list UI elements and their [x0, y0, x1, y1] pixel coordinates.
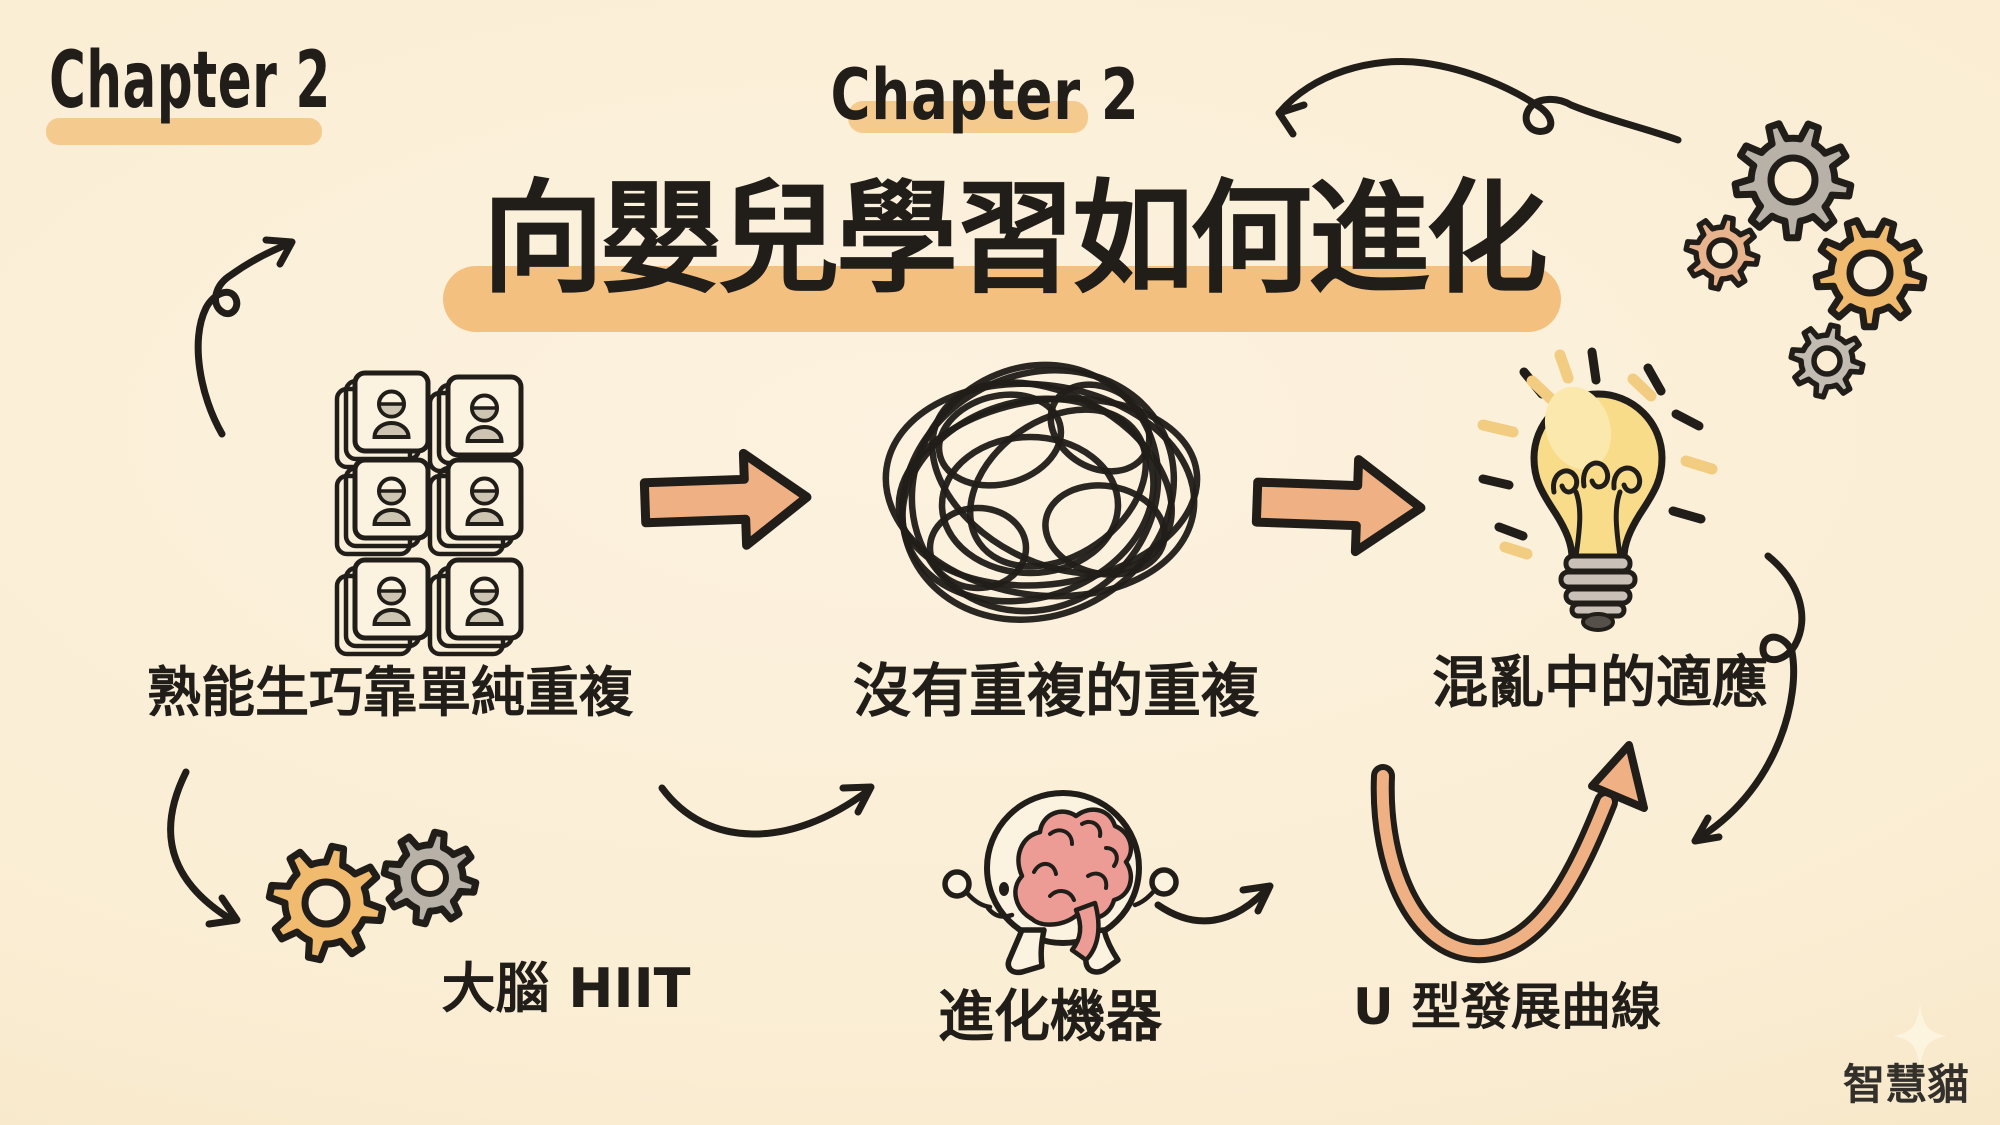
- node-label-adaptation: 混亂中的適應: [1432, 651, 1768, 716]
- u-curve-arrow-icon: [1370, 741, 1648, 964]
- node-label-evolution-machine: 進化機器: [938, 985, 1162, 1050]
- curved-arrow-hiit-to-tangle: [658, 783, 875, 838]
- photo-card: [427, 557, 524, 657]
- light-ray: [1680, 455, 1718, 475]
- curved-arrow-to-title-left: [194, 236, 296, 438]
- gears-top-right-icon: [1683, 120, 1928, 400]
- gears-brain-hiit-icon: [265, 828, 480, 964]
- chapter-left-highlight: [46, 118, 322, 145]
- eye: [999, 882, 1009, 896]
- photo-card: [427, 457, 524, 557]
- curved-arrow-brain-to-ucurve: [1154, 882, 1274, 925]
- light-ray: [1478, 474, 1514, 490]
- gear-hole: [411, 859, 449, 897]
- photo-card: [427, 374, 524, 474]
- watermark: 智慧貓: [1842, 1060, 1970, 1109]
- gear-hole: [301, 878, 351, 928]
- light-ray: [1627, 373, 1657, 402]
- photo-card: [334, 457, 431, 557]
- light-ray: [1668, 506, 1706, 524]
- light-ray: [1554, 349, 1574, 384]
- curved-arrow-to-gears: [167, 768, 241, 928]
- block-arrow-cards-to-tangle: [639, 448, 812, 550]
- chapter-center-highlight: [848, 101, 1088, 133]
- light-ray: [1671, 409, 1704, 431]
- scribble-tangle-icon: [882, 361, 1201, 623]
- chapter-label-center: Chapter 2: [830, 54, 1140, 136]
- lightbulb-icon: [1477, 347, 1718, 632]
- smile: [985, 905, 1015, 919]
- node-label-repetition: 熟能生巧靠單純重複: [147, 661, 633, 724]
- brain-stem: [1069, 900, 1101, 963]
- light-ray: [1526, 375, 1557, 405]
- fist-right: [1149, 867, 1179, 897]
- node-label-tangle: 沒有重複的重複: [852, 657, 1260, 725]
- gear-hole: [1706, 237, 1738, 269]
- sparkle-icon: [1894, 1004, 1946, 1068]
- brain-character-icon: [942, 790, 1179, 976]
- chapter-label-left: Chapter 2: [49, 36, 331, 126]
- light-ray: [1499, 541, 1533, 560]
- curved-arrow-adaptation-to-ucurve: [1691, 552, 1806, 845]
- light-ray: [1643, 363, 1666, 396]
- light-ray: [1494, 522, 1528, 541]
- gear-hole: [1846, 249, 1894, 297]
- leg-left: [1005, 927, 1047, 976]
- photo-card: [334, 370, 431, 470]
- title-highlight: [443, 266, 1561, 332]
- node-label-brain-hiit: 大腦 HIIT: [441, 957, 691, 1020]
- photo-stack-icon: [334, 370, 524, 657]
- light-ray: [1587, 347, 1601, 385]
- fist-left: [942, 869, 972, 899]
- curved-arrow-to-title-right: [1275, 58, 1682, 144]
- block-arrow-tangle-to-bulb: [1251, 455, 1426, 557]
- gear-hole: [1811, 345, 1843, 377]
- photo-card: [334, 557, 431, 657]
- gear-hole: [1767, 154, 1819, 206]
- light-rays: [1477, 347, 1718, 560]
- page-title: 向嬰兒學習如何進化: [482, 168, 1548, 310]
- light-ray: [1477, 419, 1519, 438]
- node-label-u-curve: U 型發展曲線: [1352, 978, 1662, 1036]
